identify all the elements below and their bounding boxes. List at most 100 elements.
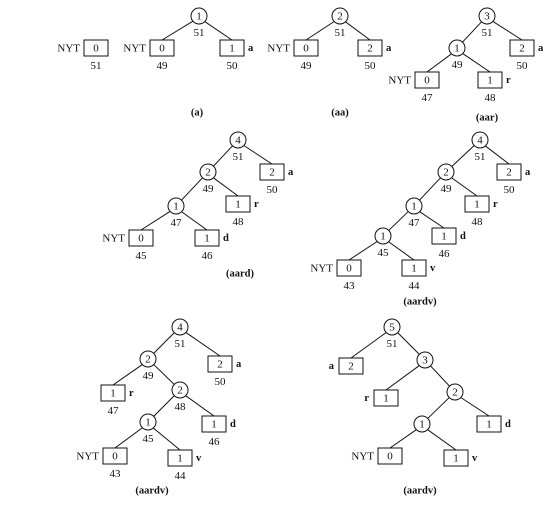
node-weight: 1 (145, 417, 151, 429)
tree-edge (426, 53, 452, 73)
leaf-weight: 1 (177, 453, 183, 465)
tree-edge (204, 21, 233, 41)
tree-edge (348, 241, 378, 261)
tree-edge (427, 429, 457, 451)
symbol-label: r (364, 393, 369, 404)
node-number: 51 (194, 27, 205, 39)
tree-edge (462, 53, 491, 73)
diagram-caption: (a) (191, 108, 204, 119)
leaf-weight: 0 (303, 43, 309, 55)
node-number: 51 (175, 338, 186, 350)
node-number: 46 (202, 250, 214, 262)
symbol-label: v (430, 263, 436, 274)
node-number: 47 (108, 405, 120, 417)
diagram-caption: (aard) (226, 269, 254, 280)
nyt-label: NYT (76, 451, 99, 463)
leaf-node (477, 71, 503, 89)
node-weight: 2 (443, 167, 449, 179)
leaf-weight: 1 (487, 75, 493, 87)
internal-node (171, 381, 189, 399)
node-weight: 1 (173, 201, 179, 213)
node-number: 46 (439, 248, 451, 260)
internal-node (446, 383, 464, 401)
symbol-label: v (196, 453, 202, 464)
internal-node (139, 350, 157, 368)
tree-edge (385, 365, 420, 391)
node-number: 51 (91, 60, 102, 72)
leaf-node (149, 39, 175, 57)
node-weight: 2 (205, 167, 211, 179)
node-number: 51 (233, 151, 244, 163)
leaf-node (401, 259, 427, 277)
node-number: 51 (475, 151, 486, 163)
internal-node (331, 7, 349, 25)
leaf-node (83, 39, 109, 57)
leaf-weight: 2 (506, 167, 512, 179)
leaf-node (443, 449, 469, 467)
leaf-weight: 1 (235, 199, 241, 211)
tree-edge (185, 395, 215, 417)
tree-edge (153, 395, 175, 417)
symbol-label: a (386, 43, 392, 54)
tree-edge (161, 20, 194, 41)
leaf-node (293, 39, 319, 57)
tree-edge (451, 177, 478, 197)
node-number: 51 (387, 338, 398, 350)
internal-node (171, 318, 189, 336)
leaf-weight: 1 (204, 233, 210, 245)
symbol-label: d (460, 231, 466, 242)
symbol-label: d (505, 419, 511, 430)
tree-edge (430, 365, 450, 387)
tree-edge (181, 177, 203, 201)
node-number: 48 (233, 216, 245, 228)
leaf-weight: 1 (474, 199, 480, 211)
node-number: 46 (209, 436, 221, 448)
symbol-label: a (538, 43, 544, 54)
node-weight: 1 (419, 419, 425, 431)
symbol-label: r (129, 388, 134, 399)
internal-node (416, 351, 434, 369)
tree-edge (462, 21, 482, 43)
leaf-weight: 1 (453, 453, 459, 465)
node-number: 49 (203, 183, 215, 195)
diagram-caption: (aar) (476, 113, 499, 124)
internal-node (405, 197, 423, 215)
tree-edge (305, 21, 335, 41)
tree-edge (153, 364, 175, 385)
tree-edge (388, 211, 409, 231)
leaf-weight: 1 (229, 43, 235, 55)
leaf-node (102, 447, 128, 465)
internal-node (374, 227, 392, 245)
leaf-node (201, 415, 227, 433)
node-number: 49 (143, 370, 155, 382)
node-number: 51 (482, 27, 493, 39)
leaf-weight: 0 (112, 451, 118, 463)
nyt-label: NYT (123, 43, 146, 55)
leaf-weight: 2 (348, 361, 354, 373)
node-number: 47 (422, 92, 434, 104)
internal-node (448, 39, 466, 57)
tree-edge (451, 145, 475, 167)
symbol-label: r (254, 199, 259, 210)
internal-node (383, 318, 401, 336)
leaf-node (476, 415, 502, 433)
node-number: 50 (227, 60, 239, 72)
node-number: 49 (441, 183, 453, 195)
tree-edge (213, 177, 239, 197)
leaf-weight: 1 (110, 388, 116, 400)
leaf-weight: 0 (424, 75, 430, 87)
diagram-caption: (aardv) (403, 486, 437, 497)
nyt-label: NYT (102, 233, 125, 245)
leaf-node (194, 229, 220, 247)
node-weight: 4 (177, 322, 183, 334)
symbol-label: a (329, 361, 335, 372)
node-weight: 2 (145, 354, 151, 366)
node-number: 48 (472, 216, 484, 228)
tree-edge (345, 21, 371, 41)
internal-node (167, 197, 185, 215)
node-number: 45 (378, 247, 390, 259)
